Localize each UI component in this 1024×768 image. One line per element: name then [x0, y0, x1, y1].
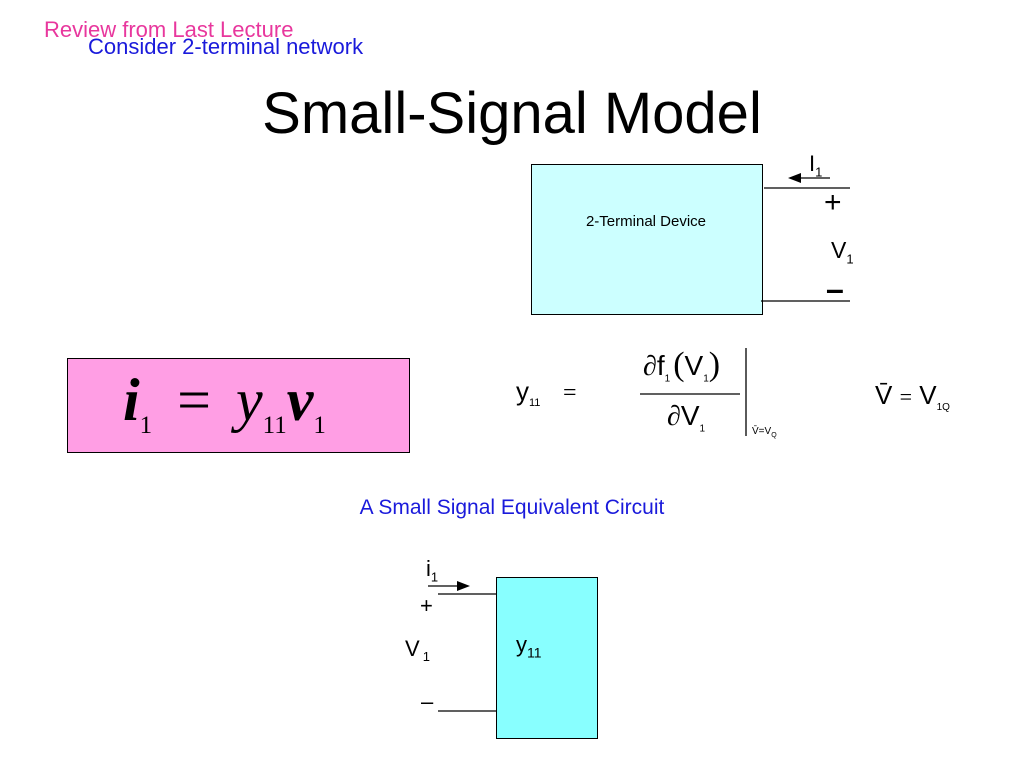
- circuit-plus: +: [420, 593, 433, 618]
- voltage-subscript: 1: [846, 251, 854, 267]
- close-paren: ): [708, 346, 721, 383]
- evaluation-point: V̄=VQ: [752, 426, 777, 439]
- minus-sign: –: [826, 271, 844, 307]
- eq-i: i: [123, 367, 140, 433]
- partial-symbol-num: ∂: [643, 351, 657, 382]
- eval-at-sub: Q: [771, 432, 777, 439]
- eq-y: y: [236, 367, 263, 433]
- y11-equals: =: [563, 380, 577, 406]
- num-f-sub: 1: [664, 373, 671, 385]
- main-equation: i1 = y11v1: [123, 358, 326, 468]
- eq-v: v: [286, 367, 314, 433]
- current-label-i1: I1: [809, 151, 822, 179]
- circuit-minus: –: [421, 689, 434, 714]
- circuit-current-sub: 1: [430, 569, 439, 585]
- num-v-sub: 1: [703, 373, 709, 385]
- admittance-sub: 11: [527, 644, 542, 661]
- page-title: Small-Signal Model: [262, 81, 762, 146]
- op-v: V: [919, 380, 937, 410]
- circuit-voltage-sub: 1: [422, 649, 430, 665]
- y11-lhs: y11: [516, 376, 540, 409]
- operating-point: V̄ = V1Q: [875, 380, 950, 413]
- admittance-label: y11: [516, 632, 542, 660]
- eq-equals: =: [177, 367, 212, 433]
- eval-at: V̄=V: [752, 426, 772, 437]
- open-paren: (: [673, 346, 685, 383]
- current-subscript: 1: [815, 164, 823, 180]
- main-equation-box: [67, 358, 410, 453]
- current-arrowhead: [788, 173, 801, 183]
- den-v: V: [680, 400, 700, 431]
- y11-sub: 11: [529, 397, 541, 410]
- y11-box: [496, 577, 598, 739]
- review-note: Review from Last Lecture: [44, 17, 294, 42]
- fraction-denominator: ∂V1: [667, 400, 705, 435]
- eq-y-sub: 11: [262, 412, 287, 439]
- num-f: f: [656, 350, 665, 381]
- op-v-sub: 1Q: [936, 402, 950, 414]
- op-equals: =: [899, 384, 912, 409]
- eq-i-sub: 1: [139, 412, 153, 439]
- den-v-sub: 1: [699, 423, 706, 435]
- device-box: [531, 164, 763, 315]
- eq-v-sub: 1: [313, 412, 326, 439]
- circuit-voltage-symbol: V: [405, 636, 420, 661]
- current-symbol: I: [809, 151, 816, 176]
- i1-arrowhead: [457, 581, 470, 591]
- admittance-symbol: y: [516, 632, 527, 657]
- vbar: V̄: [875, 380, 893, 410]
- voltage-symbol: V: [831, 237, 847, 263]
- subtitle: Consider 2-terminal network: [88, 34, 364, 59]
- y11-symbol: y: [516, 376, 529, 406]
- circuit-current-symbol: i: [426, 556, 431, 581]
- num-v: V: [684, 350, 704, 381]
- device-label: 2-Terminal Device: [585, 213, 707, 230]
- circuit-current-label: i1: [426, 556, 438, 584]
- plus-sign: +: [824, 186, 842, 219]
- fraction-numerator: ∂f1(V1): [643, 346, 720, 385]
- partial-symbol-den: ∂: [667, 401, 681, 432]
- voltage-label-v1: V1: [831, 237, 854, 267]
- circuit-caption: A Small Signal Equivalent Circuit: [359, 496, 665, 519]
